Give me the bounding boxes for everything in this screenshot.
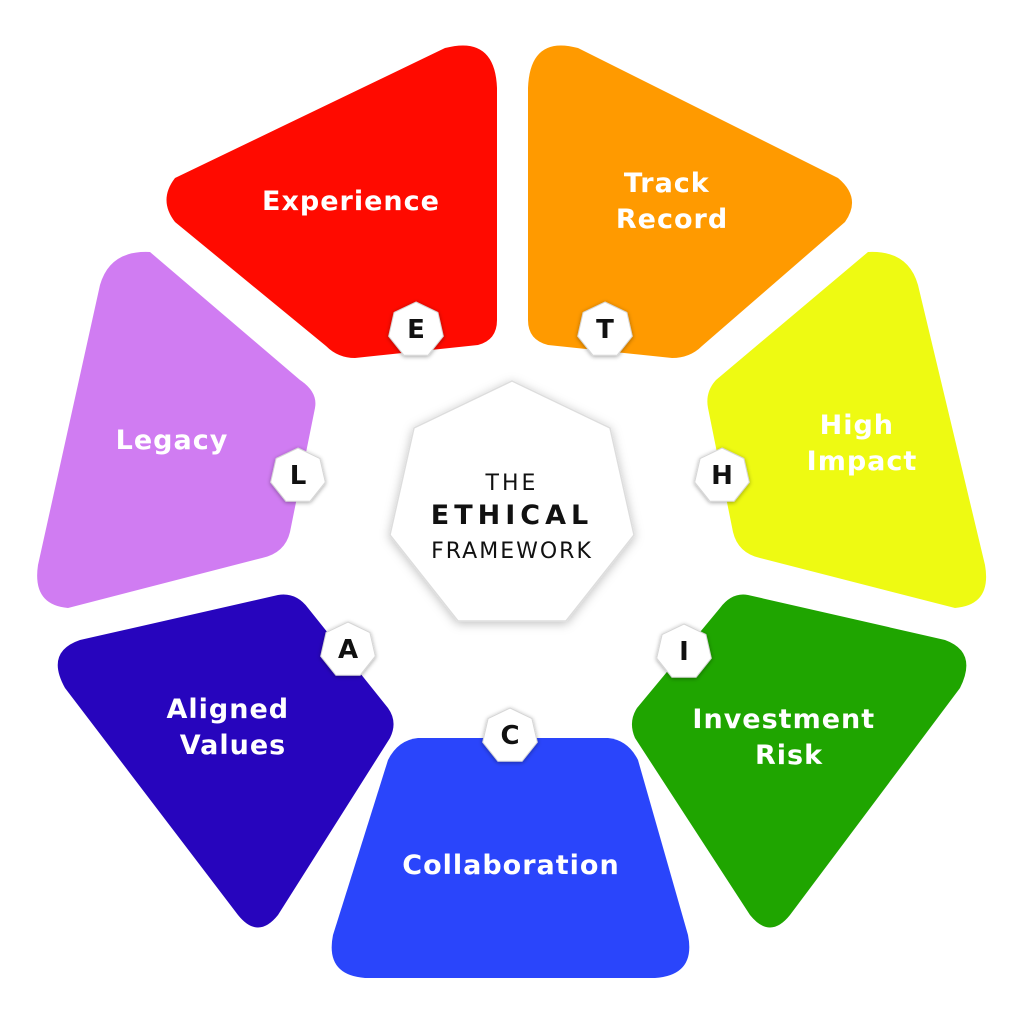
label-aligned-values: Aligned Values xyxy=(167,694,300,761)
badge-e: E xyxy=(388,301,444,356)
center-title-framework: FRAMEWORK xyxy=(431,539,593,564)
label-experience: Experience xyxy=(262,186,440,217)
badge-l: L xyxy=(270,447,326,502)
segment-aligned-values xyxy=(57,594,394,928)
badge-i-heptagon xyxy=(656,623,712,678)
badge-h-heptagon xyxy=(694,447,750,502)
label-investment-risk: Investment Risk xyxy=(692,704,885,771)
badge-l-letter: L xyxy=(290,461,307,491)
badge-t: T xyxy=(577,301,633,356)
label-track-record: Track Record xyxy=(616,168,728,235)
badge-c-letter: C xyxy=(500,721,519,751)
badge-i-letter: I xyxy=(679,637,689,667)
badge-h-letter: H xyxy=(711,461,733,491)
badge-a-heptagon xyxy=(320,621,376,676)
badge-e-heptagon xyxy=(388,301,444,356)
label-high-impact: High Impact xyxy=(807,410,918,477)
segment-collaboration xyxy=(331,738,690,978)
badge-t-heptagon xyxy=(577,301,633,356)
center-title-the: THE xyxy=(485,471,539,496)
badge-h: H xyxy=(694,447,750,502)
segment-investment-risk xyxy=(631,594,967,928)
segment-experience xyxy=(166,45,497,358)
badge-e-letter: E xyxy=(407,315,425,345)
badge-i: I xyxy=(656,623,712,678)
badge-l-heptagon xyxy=(270,447,326,502)
badge-c: C xyxy=(482,707,538,762)
segment-high-impact xyxy=(707,251,987,608)
badge-a: A xyxy=(320,621,376,676)
label-legacy: Legacy xyxy=(116,425,229,456)
badge-c-heptagon xyxy=(482,707,538,762)
badge-t-letter: T xyxy=(596,315,614,345)
segment-track-record xyxy=(528,45,853,358)
center-heptagon xyxy=(389,380,635,622)
segment-legacy xyxy=(37,251,316,608)
label-collaboration: Collaboration xyxy=(402,850,619,881)
center-title-ethical: ETHICAL xyxy=(431,500,593,531)
badge-a-letter: A xyxy=(338,635,358,665)
